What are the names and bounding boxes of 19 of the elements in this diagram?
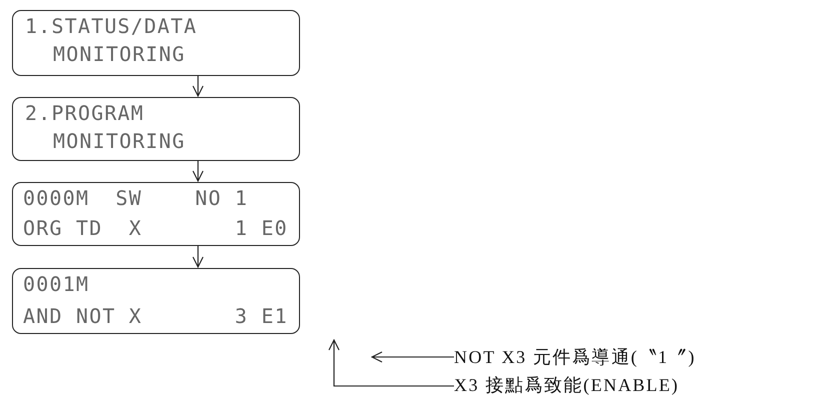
display-text: MONITORING <box>53 43 186 65</box>
display-text: 0001M <box>23 273 90 295</box>
leader-arrow <box>328 339 454 387</box>
arrow <box>192 161 204 182</box>
display-text: ORG TD X 1 E0 <box>23 217 288 239</box>
display-text: MONITORING <box>53 130 186 152</box>
annotation-text: X3 接點爲致能(ENABLE) <box>454 374 680 396</box>
lcd-display-box <box>12 10 300 76</box>
leader-arrow <box>371 351 454 363</box>
lcd-display-box <box>12 268 300 334</box>
lcd-display-box <box>12 97 300 161</box>
display-text: AND NOT X 3 E1 <box>23 305 288 327</box>
arrow <box>192 246 204 268</box>
display-text: 2.PROGRAM <box>25 102 144 124</box>
arrow <box>192 76 204 97</box>
lcd-display-box <box>12 182 300 246</box>
annotation-text: NOT X3 元件爲導通(〝1〞) <box>454 346 696 368</box>
display-text: 0000M SW NO 1 <box>23 187 248 209</box>
display-text: 1.STATUS/DATA <box>25 15 198 37</box>
